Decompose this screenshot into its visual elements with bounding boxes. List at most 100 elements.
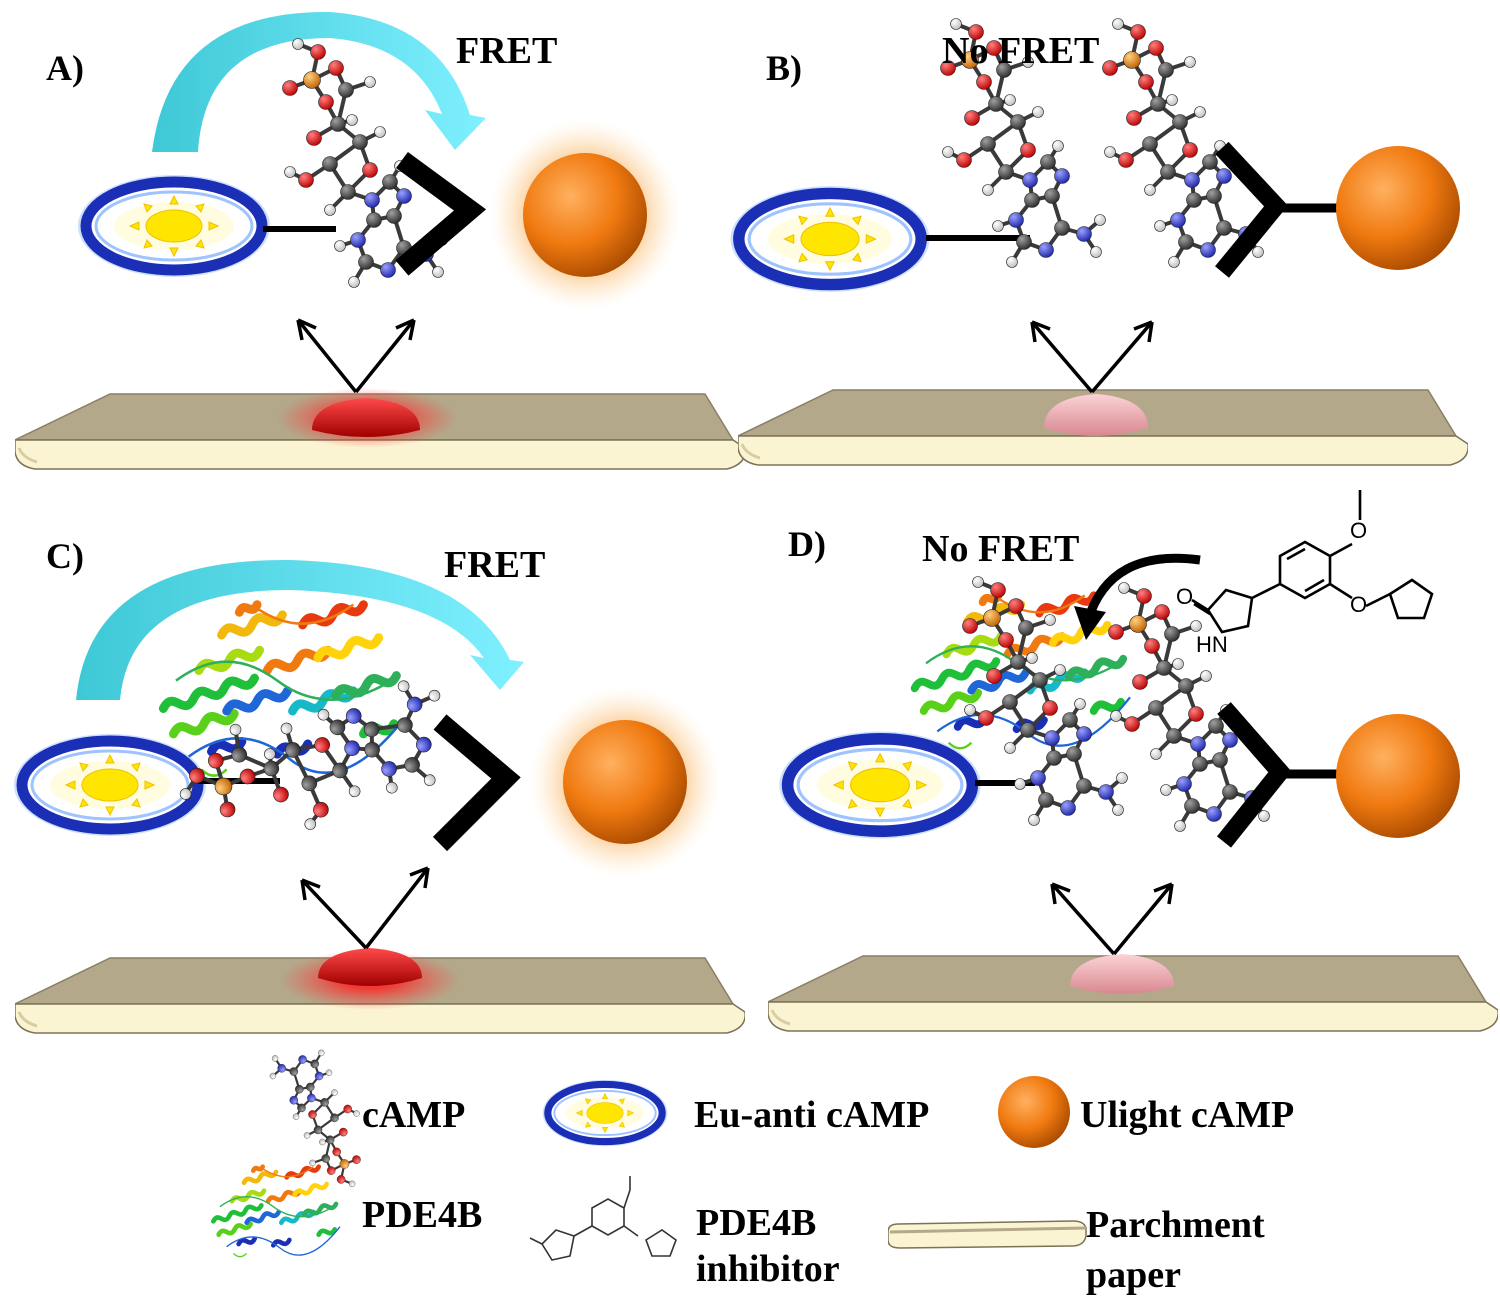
atom-c — [1202, 154, 1218, 170]
atom-o — [1132, 674, 1148, 690]
atom-h — [423, 774, 436, 786]
atom-c — [231, 746, 248, 763]
atom-h — [1150, 748, 1162, 760]
legend-paper-label-line2: paper — [1086, 1254, 1181, 1296]
atom-h — [1094, 214, 1106, 226]
inhibitor-arrow — [1083, 553, 1201, 622]
atom-h — [269, 1072, 277, 1080]
atom-c — [1040, 154, 1056, 170]
atom-c — [330, 116, 346, 132]
panel-d-fret-label: No FRET — [922, 528, 1080, 570]
panel-c-label: C) — [46, 536, 84, 576]
atom-h — [1026, 652, 1038, 664]
atom-p — [961, 51, 979, 69]
atom-h — [1190, 620, 1202, 632]
atom-c — [330, 1113, 339, 1123]
atom-n — [1176, 776, 1192, 792]
atom-h — [1006, 256, 1018, 268]
atom-n — [1222, 732, 1238, 748]
atom-c — [980, 136, 996, 152]
legend-inhibitor-label-line1: PDE4B — [696, 1202, 817, 1244]
antibody-a — [395, 151, 487, 276]
atom-n — [1038, 242, 1054, 258]
atom-o — [1130, 24, 1146, 40]
atom-h — [280, 722, 293, 735]
atom-c — [1222, 784, 1238, 800]
atom-c — [1062, 712, 1078, 728]
atom-o — [326, 1166, 336, 1175]
atom-h — [1104, 146, 1116, 158]
atom-o — [336, 1175, 346, 1184]
atom-h — [1252, 246, 1264, 258]
pink-spot-d — [1070, 954, 1174, 994]
atom-h — [432, 266, 444, 278]
pde4b-inhibitor-structure — [1191, 490, 1434, 634]
atom-o — [219, 801, 236, 818]
atom-o — [239, 768, 256, 785]
atom-o — [328, 60, 344, 76]
legend-eu-anti-camp — [543, 1080, 668, 1146]
atom-o — [1182, 142, 1198, 158]
panel-a — [15, 11, 745, 471]
atom-n — [298, 1055, 307, 1064]
atom-o — [1136, 588, 1152, 604]
atom-c — [382, 174, 398, 190]
atom-c — [1166, 728, 1182, 744]
atom-o — [1126, 110, 1142, 126]
atom-c — [1178, 234, 1194, 250]
atom-o — [1102, 60, 1118, 76]
legend-pde4b-protein — [213, 1167, 340, 1257]
red-spot-a — [312, 398, 420, 437]
atom-h — [1004, 742, 1016, 754]
atom-n — [364, 192, 380, 208]
atom-c — [1186, 192, 1202, 208]
atom-n — [1200, 242, 1216, 258]
atom-h — [1116, 772, 1128, 784]
atom-o — [1144, 638, 1160, 654]
panel-a-fret-label: FRET — [456, 30, 558, 72]
atom-h — [324, 204, 336, 216]
atom-h — [1090, 246, 1102, 258]
atom-h — [982, 184, 994, 196]
atom-p — [983, 609, 1001, 627]
atom-h — [374, 126, 386, 138]
atom-o — [189, 767, 205, 784]
atom-c — [363, 721, 380, 738]
atom-c — [322, 156, 338, 172]
atom-o — [986, 40, 1002, 56]
atom-n — [344, 740, 360, 756]
atom-c — [313, 1125, 323, 1135]
panel-c — [14, 559, 745, 1035]
atom-h — [1044, 614, 1056, 626]
atom-c — [1216, 220, 1232, 236]
atom-h — [346, 114, 358, 126]
atom-c — [295, 1084, 304, 1094]
atom-n — [1170, 212, 1186, 228]
pink-spot-b — [1044, 394, 1148, 436]
atom-o — [282, 80, 298, 96]
atom-h — [1174, 820, 1186, 832]
atom-h — [1112, 18, 1124, 30]
atom-p — [1129, 615, 1147, 633]
atom-h — [1028, 814, 1040, 826]
atom-h — [325, 1069, 333, 1076]
atom-h — [1168, 256, 1180, 268]
atom-h — [1074, 698, 1086, 710]
atom-h — [334, 240, 346, 252]
atom-h — [1014, 778, 1026, 790]
atom-o — [956, 152, 972, 168]
atom-o — [313, 801, 329, 818]
atom-n — [1190, 736, 1206, 752]
atom-c — [1142, 136, 1158, 152]
atom-o — [318, 94, 334, 110]
atom-o — [339, 1127, 348, 1137]
atom-c — [1160, 164, 1176, 180]
panel-b — [731, 18, 1468, 467]
atom-h — [179, 788, 192, 800]
inhibitor-o-methoxy: O — [1350, 518, 1367, 543]
atom-o — [976, 74, 992, 90]
atom-c — [1010, 654, 1026, 670]
atom-h — [1032, 106, 1044, 118]
atom-h — [331, 1089, 338, 1096]
